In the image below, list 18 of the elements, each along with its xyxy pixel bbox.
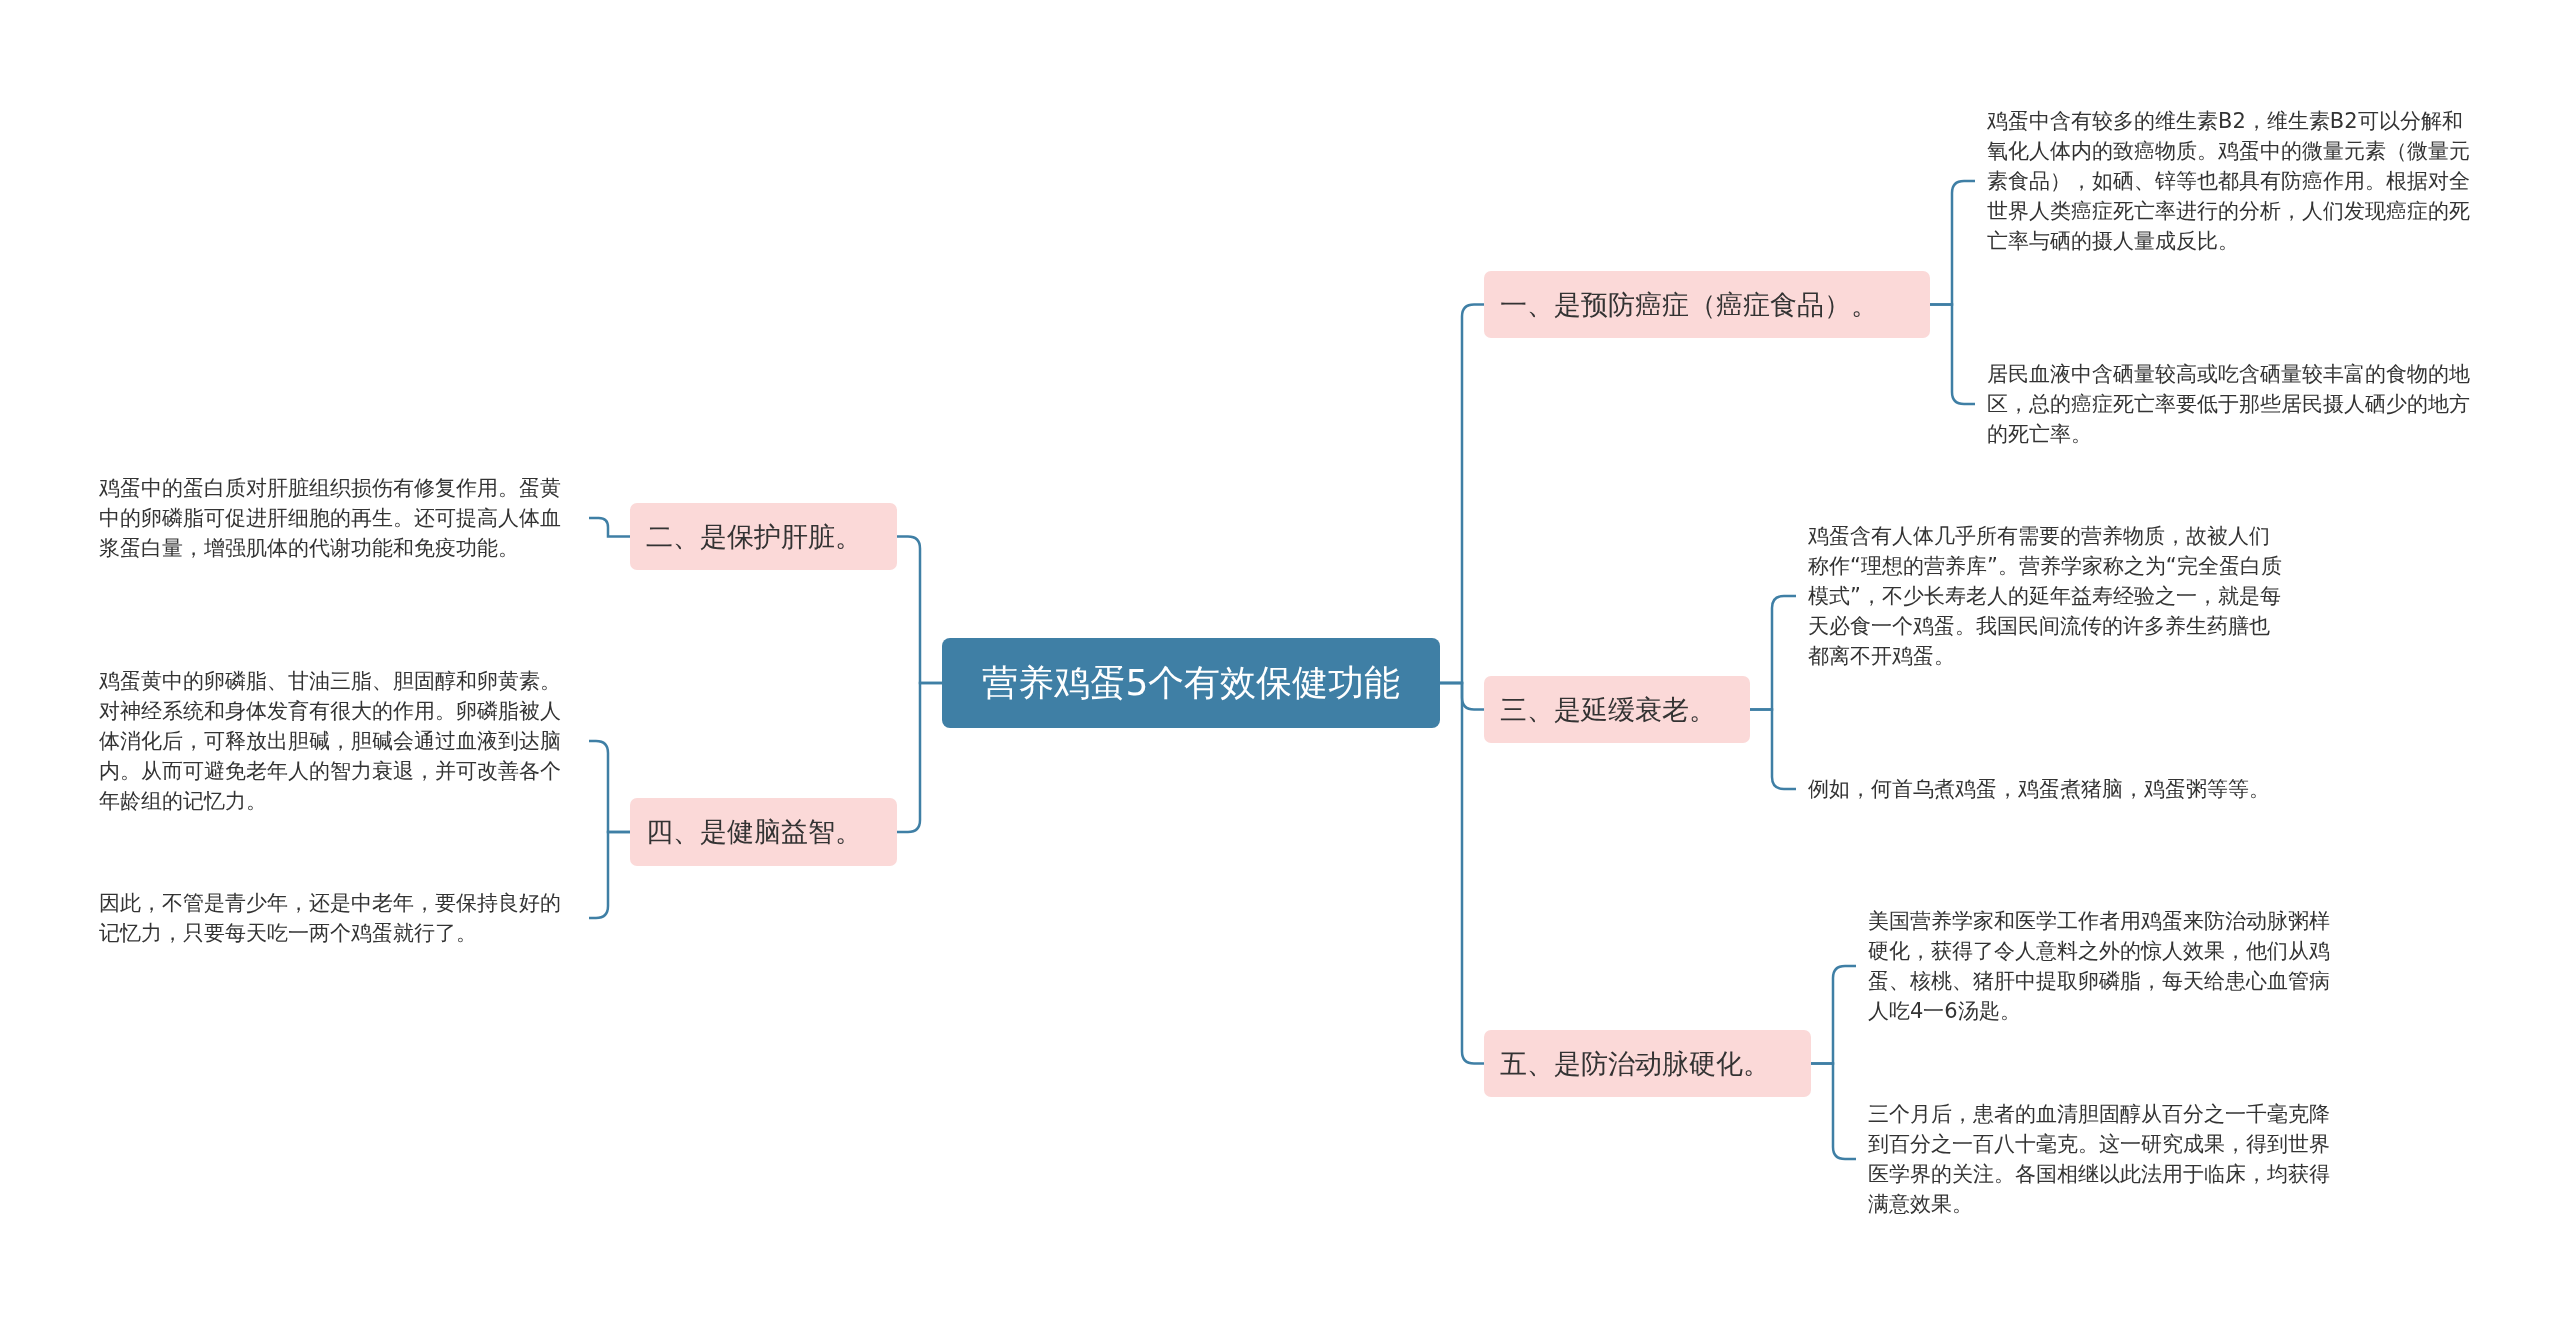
- connector-line: [897, 681, 942, 834]
- note-text: 鸡蛋中的蛋白质对肝脏组织损伤有修复作用。蛋黄中的卵磷脂可促进肝细胞的再生。还可提高人体血浆蛋白量，增强肌体的代谢功能和免疫功能。: [99, 473, 589, 563]
- topic-box: 三、是延缓衰老。: [1484, 676, 1750, 743]
- note-text: 鸡蛋中含有较多的维生素B2，维生素B2可以分解和氧化人体内的致癌物质。鸡蛋中的微量元素（微量元素食品），如硒、锌等也都具有防癌作用。根据对全世界人类癌症死亡率进行的分析，人们发现癌症的死亡率与硒的摄人量成反比。: [1975, 106, 2475, 256]
- topic-box: 一、是预防癌症（癌症食品）。: [1484, 271, 1930, 338]
- topic-box: 五、是防治动脉硬化。: [1484, 1030, 1811, 1097]
- note-text: 鸡蛋黄中的卵磷脂、甘油三脂、胆固醇和卵黄素。对神经系统和身体发育有很大的作用。卵磷脂被人体消化后，可释放出胆碱，胆碱会通过血液到达脑内。从而可避免老年人的智力衰退，并可改善各个年龄组的记忆力。: [99, 666, 589, 816]
- connector-line: [1440, 681, 1484, 1065]
- connector-line: [589, 516, 630, 538]
- topic-box: 二、是保护肝脏。: [630, 503, 897, 570]
- note-text: 美国营养学家和医学工作者用鸡蛋来防治动脉粥样硬化，获得了令人意料之外的惊人效果，他们从鸡蛋、核桃、猪肝中提取卵磷脂，每天给患心血管病人吃4一6汤匙。: [1856, 906, 2346, 1026]
- note-text: 因此，不管是青少年，还是中老年，要保持良好的记忆力，只要每天吃一两个鸡蛋就行了。: [99, 888, 589, 948]
- note-text: 居民血液中含硒量较高或吃含硒量较丰富的食物的地区，总的癌症死亡率要低于那些居民摄人硒少的地方的死亡率。: [1975, 359, 2475, 449]
- topic-box: 四、是健脑益智。: [630, 798, 897, 866]
- note-text: 鸡蛋含有人体几乎所有需要的营养物质，故被人们称作“理想的营养库”。营养学家称之为“完全蛋白质模式”，不少长寿老人的延年益寿经验之一，就是每天必食一个鸡蛋。我国民间流传的许多养生药膳也都离不开鸡蛋。: [1796, 521, 2286, 671]
- note-text: 例如，何首乌煮鸡蛋，鸡蛋煮猪脑，鸡蛋粥等等。: [1796, 774, 2286, 804]
- central-topic: 营养鸡蛋5个有效保健功能: [942, 638, 1440, 728]
- note-text: 三个月后，患者的血清胆固醇从百分之一千毫克降到百分之一百八十毫克。这一研究成果，得到世界医学界的关注。各国相继以此法用于临床，均获得满意效果。: [1856, 1099, 2346, 1219]
